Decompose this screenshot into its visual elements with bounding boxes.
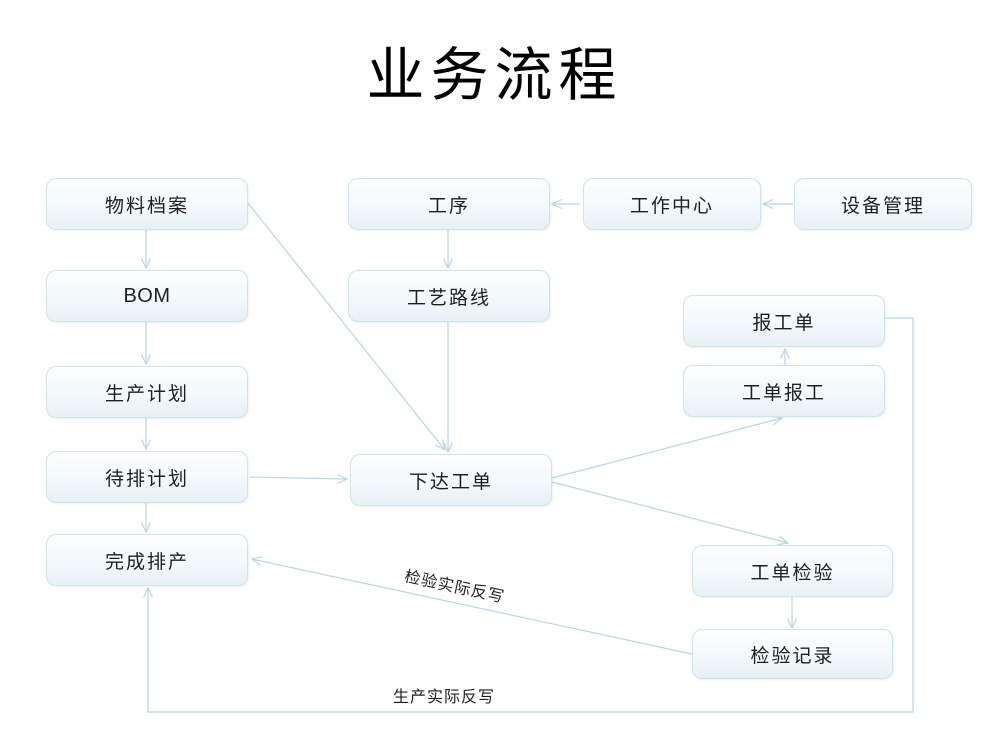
edge-material-to-issue-work-order xyxy=(247,202,446,452)
node-work-order-reporting: 工单报工 xyxy=(683,365,885,417)
edge-pending-plan-to-issue-work-order xyxy=(249,473,349,485)
edge-issue-work-order-to-work-order-reporting xyxy=(551,415,784,479)
node-process-route: 工艺路线 xyxy=(348,270,550,322)
node-scheduling-done: 完成排产 xyxy=(46,534,248,586)
edge-work-center-to-operation xyxy=(550,198,580,210)
node-operation: 工序 xyxy=(348,178,550,230)
edge-work-order-reporting-to-report-form xyxy=(779,347,791,365)
node-equipment-management: 设备管理 xyxy=(794,178,972,230)
node-work-order-inspection: 工单检验 xyxy=(692,545,893,597)
edge-process-route-to-issue-work-order xyxy=(442,322,454,454)
node-inspection-record: 检验记录 xyxy=(692,629,893,679)
node-bom: BOM xyxy=(46,270,248,322)
page-title: 业务流程 xyxy=(366,43,623,108)
edge-equipment-to-work-center xyxy=(761,198,793,210)
node-work-report-form: 报工单 xyxy=(683,295,885,347)
node-production-plan: 生产计划 xyxy=(46,366,248,418)
node-material-archive: 物料档案 xyxy=(46,178,248,230)
edge-production-plan-to-pending-plan xyxy=(140,418,152,451)
node-work-center: 工作中心 xyxy=(583,178,761,230)
edge-bom-to-production-plan xyxy=(140,322,152,366)
edge-material-to-bom xyxy=(140,230,152,270)
edge-work-order-inspection-to-inspection-record xyxy=(786,597,798,630)
edge-pending-plan-to-scheduling-done xyxy=(140,503,152,534)
node-issue-work-order: 下达工单 xyxy=(350,454,552,506)
edge-operation-to-process-route xyxy=(442,230,454,270)
edge-inspection-record-to-scheduling-done xyxy=(250,556,693,655)
edge-report-form-to-scheduling-done xyxy=(142,317,914,713)
node-pending-plan: 待排计划 xyxy=(46,451,248,503)
edge-label-production-feedback: 生产实际反写 xyxy=(393,689,496,706)
edge-issue-work-order-to-work-order-inspection xyxy=(551,481,790,546)
